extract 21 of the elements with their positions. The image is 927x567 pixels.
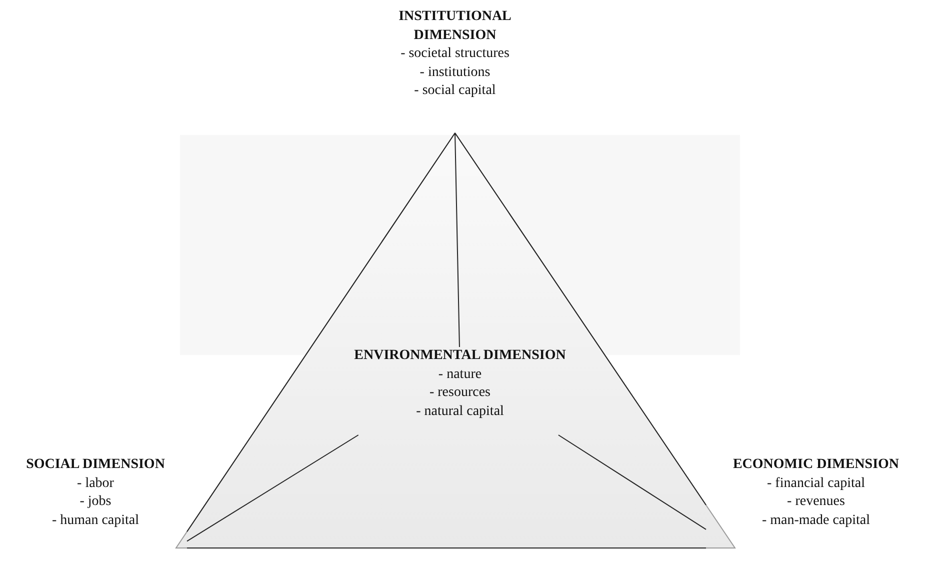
list-item: - financial capital <box>767 474 865 492</box>
edge-line <box>186 434 359 542</box>
list-item: - revenues <box>787 493 845 511</box>
edge-line <box>454 132 460 348</box>
list-item: - labor <box>77 474 114 492</box>
list-item: - social capital <box>414 82 496 100</box>
list-item: - jobs <box>80 493 112 511</box>
dimension-heading: INSTITUTIONAL DIMENSION <box>398 8 512 44</box>
list-item: - man-made capital <box>762 512 870 530</box>
list-item: - resources <box>429 384 491 402</box>
list-item: - societal structures <box>400 45 510 63</box>
dimension-heading: SOCIAL DIMENSION <box>26 456 165 474</box>
list-item: - human capital <box>52 512 140 530</box>
dimension-heading: ECONOMIC DIMENSION <box>732 456 900 474</box>
list-item: - natural capital <box>416 402 504 420</box>
dimension-heading: ENVIRONMENTAL DIMENSION <box>354 347 566 365</box>
edge-line <box>186 132 456 532</box>
edge-line <box>558 434 706 530</box>
list-item: - nature <box>438 366 482 384</box>
list-item: - institutions <box>420 64 490 82</box>
edge-line <box>454 132 706 506</box>
